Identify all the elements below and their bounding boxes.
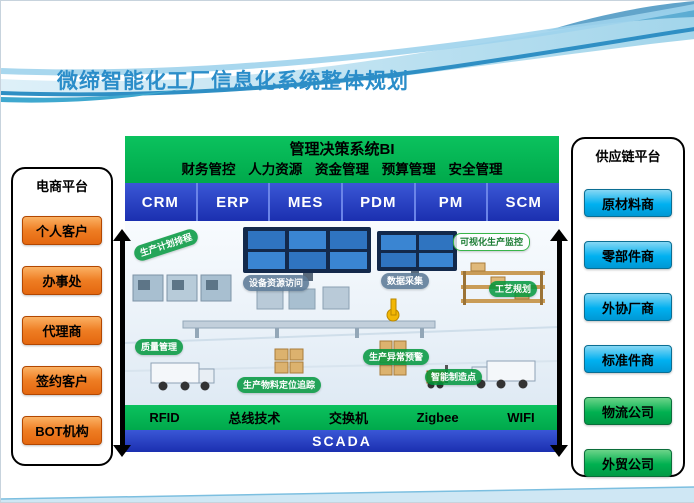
supply-item-logistics: 物流公司 <box>584 397 672 425</box>
left-flow-arrow-shaft <box>119 239 125 447</box>
ecommerce-item-office: 办事处 <box>22 266 102 295</box>
ecommerce-item-bot-org: BOT机构 <box>22 416 102 445</box>
top-banner-decoration <box>1 1 694 103</box>
ecommerce-item-personal-customer: 个人客户 <box>22 216 102 245</box>
supply-item-raw-material: 原材料商 <box>584 189 672 217</box>
supply-chain-panel-label: 供应链平台 <box>595 149 661 164</box>
supply-item-parts: 零部件商 <box>584 241 672 269</box>
callout-data-collection: 数据采集 <box>381 273 430 289</box>
system-mes: MES <box>270 183 344 221</box>
systems-bar: CRM ERP MES PDM PM SCM <box>125 183 559 221</box>
bi-bar-title: 管理决策系统BI <box>289 141 395 158</box>
scada-bar: SCADA <box>125 430 559 452</box>
factory-illustration: 生产计划排程 设备资源访问 数据采集 可视化生产监控 工艺规划 质量管理 生产异… <box>125 221 559 405</box>
left-flow-arrow-head-top <box>113 229 131 241</box>
callout-visual-production-monitoring: 可视化生产监控 <box>453 233 531 251</box>
system-crm: CRM <box>125 183 198 221</box>
factory-scene-graphic <box>125 221 559 405</box>
supply-item-outsourcing: 外协厂商 <box>584 293 672 321</box>
bi-bar-modules: 财务管控 人力资源 资金管理 预算管理 安全管理 <box>181 162 503 177</box>
network-technology-bar: RFID 总线技术 交换机 Zigbee WIFI <box>125 405 559 430</box>
callout-material-location-tracking: 生产物料定位追踪 <box>237 377 322 393</box>
supply-item-standard-parts: 标准件商 <box>584 345 672 373</box>
callout-process-planning: 工艺规划 <box>489 281 538 297</box>
network-zigbee: Zigbee <box>416 410 459 425</box>
right-flow-arrow-shaft <box>556 239 562 447</box>
callout-production-abnormal-warning: 生产异常预警 <box>363 349 430 365</box>
system-scm: SCM <box>505 193 542 211</box>
callout-equipment-resource-access: 设备资源访问 <box>243 275 310 291</box>
callout-quality-management: 质量管理 <box>135 339 184 355</box>
ecommerce-item-agent: 代理商 <box>22 316 102 345</box>
ecommerce-panel: 电商平台 个人客户 办事处 代理商 签约客户 BOT机构 <box>11 167 113 466</box>
right-flow-arrow <box>550 229 568 457</box>
callout-intelligent-manufacturing: 智能制造点 <box>425 369 483 385</box>
right-flow-arrow-head-bottom <box>550 445 568 457</box>
page-title: 微缔智能化工厂信息化系统整体规划 <box>57 70 409 93</box>
network-bus-technology: 总线技术 <box>228 411 281 426</box>
ecommerce-panel-label: 电商平台 <box>35 179 88 194</box>
network-wifi: WIFI <box>507 410 535 425</box>
supply-item-foreign-trade: 外贸公司 <box>584 449 672 477</box>
system-erp: ERP <box>198 183 271 221</box>
system-pdm: PDM <box>343 183 416 221</box>
network-switch: 交换机 <box>329 411 369 426</box>
bottom-banner-decoration <box>1 486 694 502</box>
bi-decision-bar: 管理决策系统BI 财务管控 人力资源 资金管理 预算管理 安全管理 <box>125 136 559 183</box>
ecommerce-item-contract-customer: 签约客户 <box>22 366 102 395</box>
network-rfid: RFID <box>149 410 180 425</box>
system-pm: PM <box>416 183 489 221</box>
right-flow-arrow-head-top <box>550 229 568 241</box>
supply-chain-panel: 供应链平台 原材料商 零部件商 外协厂商 标准件商 物流公司 外贸公司 <box>571 137 685 477</box>
left-flow-arrow-head-bottom <box>113 445 131 457</box>
left-flow-arrow <box>113 229 131 457</box>
